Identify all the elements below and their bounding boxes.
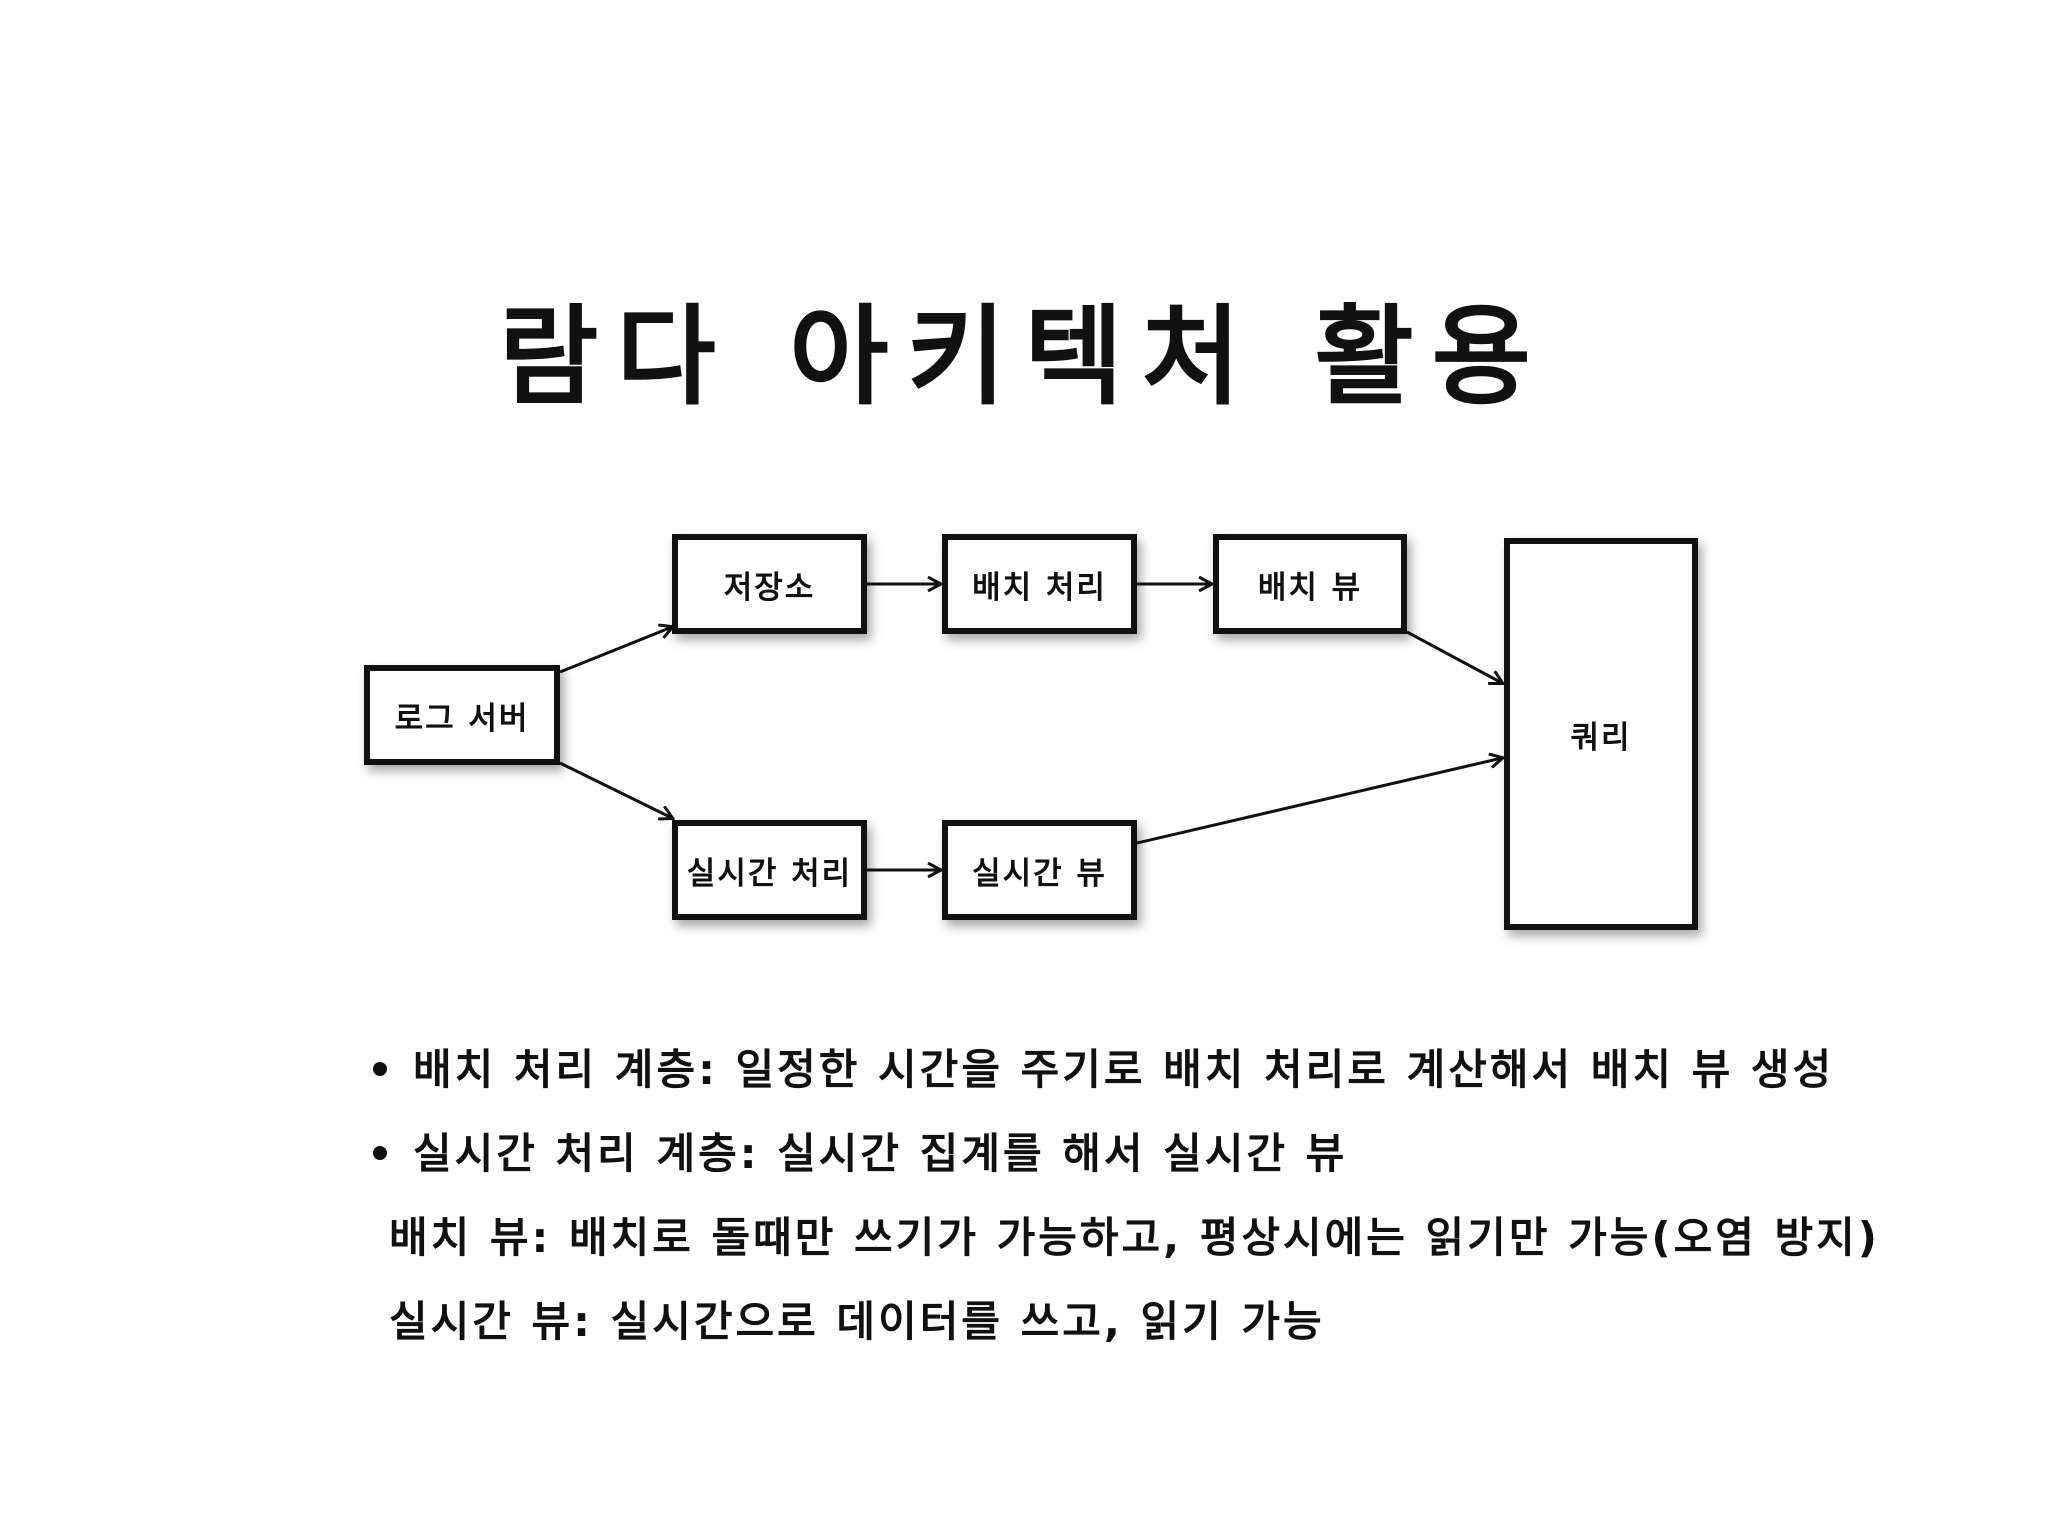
bullet-dot-icon bbox=[373, 1062, 387, 1076]
arrow-realtime-view-to-query bbox=[1136, 758, 1502, 845]
node-realtime-view: 실시간 뷰 bbox=[942, 820, 1137, 920]
slide-title: 람다 아키텍처 활용 bbox=[498, 295, 1550, 420]
node-storage-label: 저장소 bbox=[723, 569, 816, 606]
note-text: 실시간 뷰: 실시간으로 데이터를 쓰고, 읽기 가능 bbox=[389, 1297, 1325, 1346]
node-log-server: 로그 서버 bbox=[364, 665, 560, 765]
arrow-log-server-to-storage bbox=[559, 627, 672, 674]
arrow-log-server-to-realtime-processing bbox=[559, 761, 672, 818]
bullet-text: 배치 처리 계층: 일정한 시간을 주기로 배치 처리로 계산해서 배치 뷰 생… bbox=[413, 1045, 1835, 1094]
bullet-dot-icon bbox=[373, 1146, 387, 1160]
description-list: 배치 처리 계층: 일정한 시간을 주기로 배치 처리로 계산해서 배치 뷰 생… bbox=[365, 1040, 1985, 1376]
arrow-batch-view-to-query bbox=[1406, 630, 1502, 683]
note-text: 배치 뷰: 배치로 돌때만 쓰기가 가능하고, 평상시에는 읽기만 가능(오염 … bbox=[389, 1213, 1880, 1262]
note-batch-view: 배치 뷰: 배치로 돌때만 쓰기가 가능하고, 평상시에는 읽기만 가능(오염 … bbox=[365, 1208, 1985, 1292]
node-batch-view: 배치 뷰 bbox=[1213, 534, 1407, 634]
node-realtime-processing-label: 실시간 처리 bbox=[686, 855, 853, 892]
bullet-item-batch-layer: 배치 처리 계층: 일정한 시간을 주기로 배치 처리로 계산해서 배치 뷰 생… bbox=[365, 1040, 1985, 1124]
bullet-item-realtime-layer: 실시간 처리 계층: 실시간 집계를 해서 실시간 뷰 bbox=[365, 1124, 1985, 1208]
node-realtime-processing: 실시간 처리 bbox=[672, 820, 867, 920]
node-log-server-label: 로그 서버 bbox=[394, 700, 530, 737]
node-realtime-view-label: 실시간 뷰 bbox=[972, 855, 1107, 892]
node-batch-processing-label: 배치 처리 bbox=[972, 569, 1107, 606]
node-batch-processing: 배치 처리 bbox=[942, 534, 1137, 634]
node-query-label: 쿼리 bbox=[1570, 719, 1632, 756]
node-storage: 저장소 bbox=[672, 534, 867, 634]
note-realtime-view: 실시간 뷰: 실시간으로 데이터를 쓰고, 읽기 가능 bbox=[365, 1292, 1985, 1376]
node-batch-view-label: 배치 뷰 bbox=[1257, 569, 1363, 606]
node-query: 쿼리 bbox=[1504, 538, 1698, 930]
bullet-text: 실시간 처리 계층: 실시간 집계를 해서 실시간 뷰 bbox=[413, 1129, 1348, 1178]
